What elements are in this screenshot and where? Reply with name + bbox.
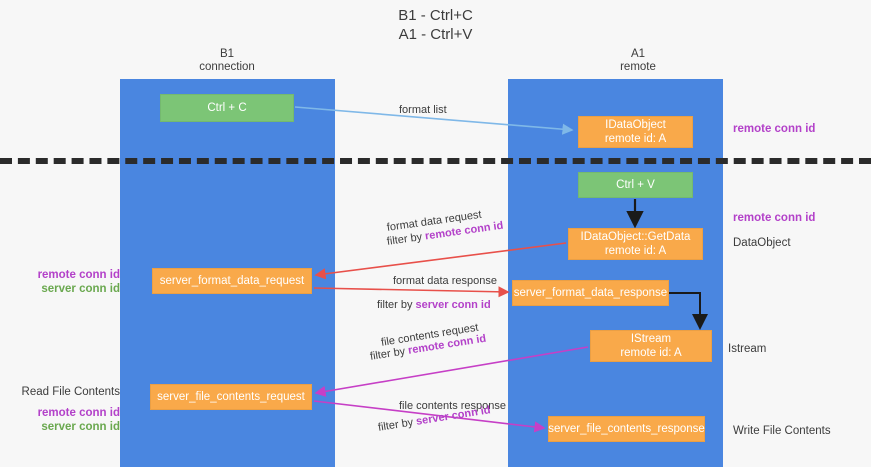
edge-label-format-list: format list xyxy=(399,104,447,116)
node-server-file-contents-request[interactable]: server_file_contents_request xyxy=(150,384,312,410)
node-server-file-contents-response[interactable]: server_file_contents_response xyxy=(548,416,705,442)
edge-label-format-data-response-filter: filter by server conn id xyxy=(377,298,491,312)
node-idataobject-getdata[interactable]: IDataObject::GetData remote id: A xyxy=(568,228,703,260)
node-server-format-data-response[interactable]: server_format_data_response xyxy=(512,280,669,306)
node-ctrl-v-label: Ctrl + V xyxy=(616,179,655,191)
node-idataobject-subtitle: remote id: A xyxy=(604,133,667,145)
swimlane-a1-header: A1 remote xyxy=(558,48,718,74)
swimlane-b1-header: B1 connection xyxy=(147,48,307,74)
annotation-left-mid-server: server conn id xyxy=(41,283,120,295)
annotation-left-mid-remote: remote conn id xyxy=(37,269,120,281)
annotation-write-file-contents: Write File Contents xyxy=(733,425,831,437)
annotation-remote-conn-id-top: remote conn id xyxy=(733,123,816,135)
node-istream-title: IStream xyxy=(630,333,672,345)
annotation-left-bottom-server: server conn id xyxy=(41,421,120,433)
node-getdata-title: IDataObject::GetData xyxy=(580,231,691,243)
swimlane-b1-sub: connection xyxy=(199,61,255,73)
section-divider xyxy=(0,158,871,164)
filter-prefix: filter by xyxy=(377,415,418,434)
node-server-format-data-response-label: server_format_data_response xyxy=(513,287,668,299)
node-ctrl-v[interactable]: Ctrl + V xyxy=(578,172,693,198)
annotation-dataobject: DataObject xyxy=(733,237,791,249)
filter-prefix: filter by xyxy=(377,299,416,311)
filter-prefix: filter by xyxy=(386,230,426,248)
edge-label-file-contents-response: file contents response xyxy=(399,400,507,412)
annotation-left-mid: remote conn id server conn id xyxy=(20,268,120,296)
node-ctrl-c[interactable]: Ctrl + C xyxy=(160,94,294,122)
node-idataobject[interactable]: IDataObject remote id: A xyxy=(578,116,693,148)
swimlane-b1-name: B1 xyxy=(219,48,235,60)
node-idataobject-title: IDataObject xyxy=(605,119,666,131)
node-server-format-data-request-label: server_format_data_request xyxy=(159,275,305,287)
node-ctrl-c-label: Ctrl + C xyxy=(207,102,247,114)
page-title: B1 - Ctrl+C A1 - Ctrl+V xyxy=(0,6,871,44)
filter-prefix: filter by xyxy=(369,344,410,363)
node-istream-subtitle: remote id: A xyxy=(620,347,682,359)
node-server-file-contents-response-label: server_file_contents_response xyxy=(548,423,705,435)
connector-format-data-response xyxy=(313,286,510,298)
annotation-remote-conn-id-mid: remote conn id xyxy=(733,212,816,224)
swimlane-a1-name: A1 xyxy=(630,48,646,60)
edge-label-format-data-response: format data response xyxy=(393,275,497,287)
annotation-read-file-contents: Read File Contents xyxy=(21,386,120,398)
title-line-1: B1 - Ctrl+C xyxy=(398,7,473,24)
filter-key-server-conn-id: server conn id xyxy=(415,299,491,311)
node-server-file-contents-request-label: server_file_contents_request xyxy=(157,391,305,403)
node-server-format-data-request[interactable]: server_format_data_request xyxy=(152,268,312,294)
swimlane-a1-sub: remote xyxy=(620,61,656,73)
annotation-left-bottom-remote: remote conn id xyxy=(37,407,120,419)
annotation-istream: Istream xyxy=(728,343,767,355)
node-istream[interactable]: IStream remote id: A xyxy=(590,330,712,362)
title-line-2: A1 - Ctrl+V xyxy=(398,26,473,43)
node-getdata-subtitle: remote id: A xyxy=(604,245,667,257)
annotation-left-bottom: Read File Contents remote conn id server… xyxy=(12,385,120,434)
